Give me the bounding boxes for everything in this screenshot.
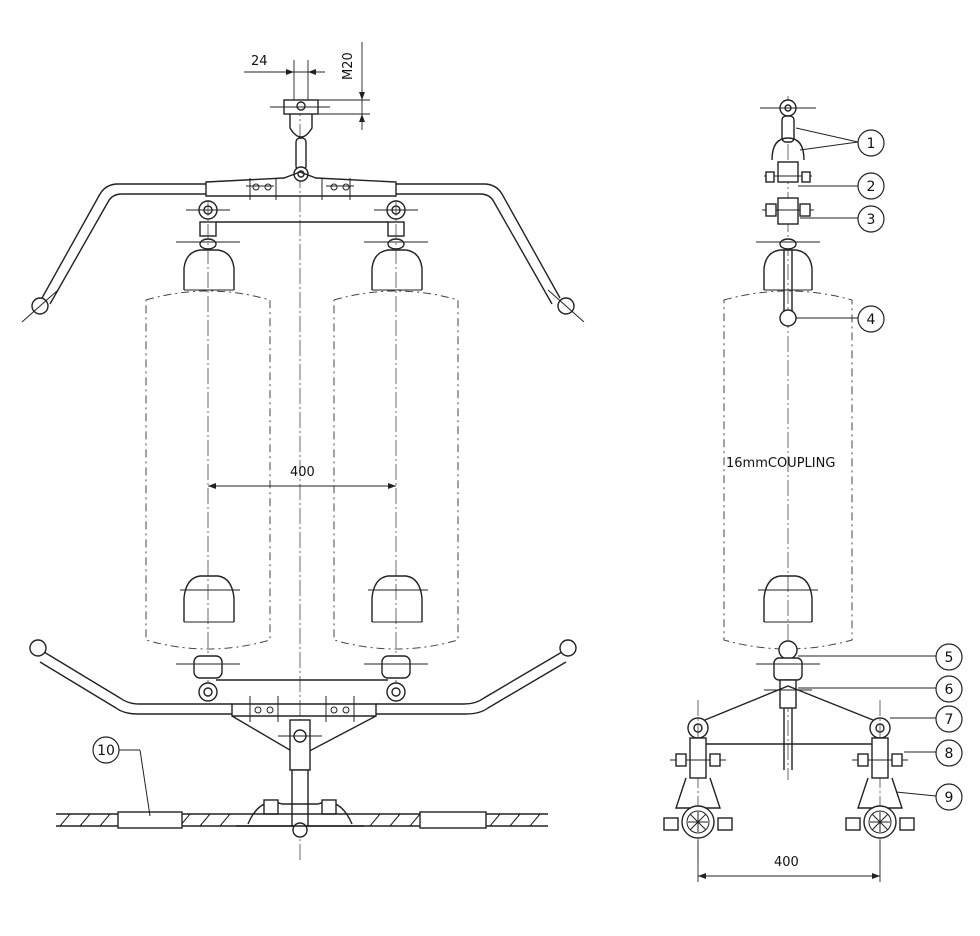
- svg-text:9: 9: [945, 790, 954, 806]
- dim-bolt: M20: [318, 42, 370, 130]
- svg-text:2: 2: [867, 179, 876, 195]
- callout-7: 7: [890, 705, 963, 733]
- suspension-clamp: [236, 719, 364, 838]
- top-yoke-plate: [205, 171, 397, 200]
- side-right-clamp: [845, 700, 915, 860]
- top-shackle: [270, 99, 330, 182]
- bottom-arcing-horn: [29, 639, 577, 715]
- side-view: 16mmCOUPLING: [663, 96, 963, 882]
- svg-text:6: 6: [945, 682, 954, 698]
- bottom-eye-links: [176, 655, 428, 702]
- callout-5: 5: [798, 643, 963, 671]
- conductor-front: [56, 811, 548, 829]
- dim-m20-label: M20: [341, 52, 356, 80]
- svg-text:7: 7: [945, 712, 954, 728]
- callout-4: 4: [796, 305, 885, 333]
- dim-24-label: 24: [251, 54, 268, 69]
- dim-side-spacing: 400: [697, 840, 881, 882]
- callout-2: 2: [798, 172, 885, 200]
- svg-text:8: 8: [945, 746, 954, 762]
- side-insulator: 16mmCOUPLING: [723, 249, 853, 650]
- left-insulator-string: [145, 200, 271, 700]
- top-eye-links: [176, 200, 428, 250]
- svg-text:10: 10: [97, 743, 115, 759]
- svg-text:3: 3: [867, 212, 876, 228]
- callout-3: 3: [800, 205, 885, 233]
- side-left-clamp: [663, 700, 733, 860]
- top-arcing-horn: [21, 183, 585, 323]
- svg-text:4: 4: [867, 312, 876, 328]
- callout-6: 6: [798, 675, 963, 703]
- callout-9: 9: [895, 783, 963, 811]
- dim-400-side-label: 400: [774, 855, 799, 870]
- callout-10: 10: [92, 736, 151, 817]
- coupling-label: 16mmCOUPLING: [726, 456, 835, 471]
- front-view: 24 M20: [21, 42, 585, 860]
- callout-8: 8: [904, 739, 963, 767]
- svg-text:5: 5: [945, 650, 954, 666]
- svg-text:1: 1: [867, 136, 876, 152]
- dim-pin-width: 24: [244, 54, 325, 100]
- right-insulator-string: [333, 200, 459, 700]
- callout-1: 1: [795, 127, 885, 157]
- dim-front-spacing: 400: [208, 465, 396, 489]
- side-shackle: [756, 99, 820, 250]
- side-bottom-yoke: [699, 640, 879, 770]
- dim-400-front-label: 400: [290, 465, 315, 480]
